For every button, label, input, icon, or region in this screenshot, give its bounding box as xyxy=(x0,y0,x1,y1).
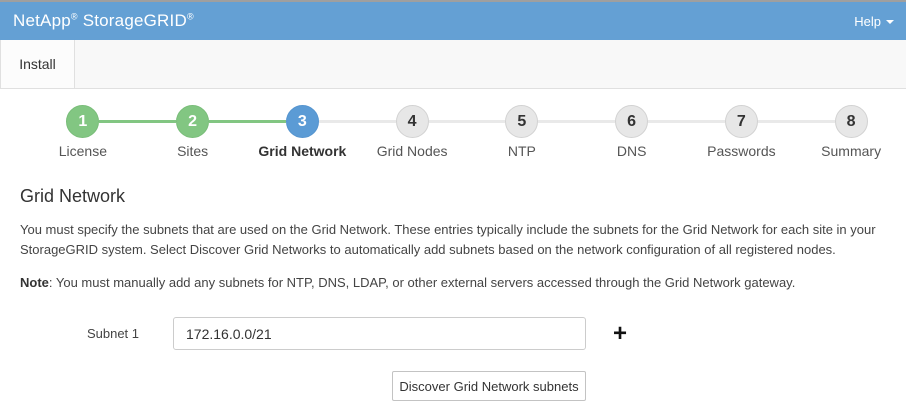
install-stepper: 1 License 2 Sites 3 Grid Network xyxy=(0,89,906,159)
step-connector xyxy=(318,120,358,123)
step-label: Grid Nodes xyxy=(376,143,448,159)
step-circle: 1 xyxy=(66,105,100,138)
step-connector xyxy=(357,120,396,123)
step-label: NTP xyxy=(507,143,536,159)
subnet-input[interactable] xyxy=(173,317,586,350)
step-connector xyxy=(757,120,797,123)
step-grid-network[interactable]: 3 Grid Network xyxy=(247,105,358,159)
step-label: Passwords xyxy=(707,143,776,159)
registered-mark: ® xyxy=(70,11,78,22)
step-circle: 8 xyxy=(834,105,868,138)
step-ntp[interactable]: 5 NTP xyxy=(467,105,577,159)
note-text: Note: You must manually add any subnets … xyxy=(20,275,886,290)
brand-netapp: NetApp xyxy=(13,11,71,30)
step-connector xyxy=(648,120,687,123)
step-circle: 5 xyxy=(505,105,539,138)
step-circle: 6 xyxy=(615,105,649,138)
help-menu[interactable]: Help xyxy=(854,14,894,29)
button-row: Discover Grid Network subnets xyxy=(20,371,886,401)
page-title: Grid Network xyxy=(20,186,126,206)
step-connector xyxy=(137,120,177,123)
step-connector xyxy=(686,120,725,123)
step-sites[interactable]: 2 Sites xyxy=(137,105,248,159)
step-connector xyxy=(428,120,467,123)
step-dns[interactable]: 6 DNS xyxy=(576,105,687,159)
add-subnet-icon[interactable]: + xyxy=(613,320,628,347)
note-label: Note xyxy=(20,275,49,290)
step-connector xyxy=(538,120,577,123)
note-body: : You must manually add any subnets for … xyxy=(48,275,796,290)
step-circle: 4 xyxy=(395,105,429,138)
step-grid-nodes[interactable]: 4 Grid Nodes xyxy=(357,105,467,159)
step-connector xyxy=(99,120,138,123)
step-label: Sites xyxy=(177,143,209,159)
step-connector xyxy=(576,120,616,123)
caret-down-icon xyxy=(886,20,894,24)
step-connector xyxy=(28,120,66,123)
step-label: Summary xyxy=(821,143,882,159)
step-circle: 2 xyxy=(176,105,210,138)
registered-mark: ® xyxy=(186,11,194,22)
step-label: Grid Network xyxy=(258,143,347,159)
step-label: DNS xyxy=(616,143,647,159)
step-license[interactable]: 1 License xyxy=(28,105,138,159)
step-connector xyxy=(868,120,906,123)
step-connector xyxy=(467,120,506,123)
step-summary[interactable]: 8 Summary xyxy=(796,105,906,159)
step-passwords[interactable]: 7 Passwords xyxy=(686,105,797,159)
step-circle: 3 xyxy=(285,105,319,138)
app-header: NetApp® StorageGRID® Help xyxy=(0,2,906,40)
step-connector xyxy=(209,120,248,123)
description-text: You must specify the subnets that are us… xyxy=(20,222,876,257)
step-connector xyxy=(247,120,286,123)
step-connector xyxy=(796,120,835,123)
step-label: License xyxy=(58,143,107,159)
subnet-label: Subnet 1 xyxy=(86,326,139,341)
step-circle: 7 xyxy=(724,105,758,138)
tab-install[interactable]: Install xyxy=(0,40,75,88)
window-top-strip xyxy=(0,0,906,2)
subnet-row: Subnet 1 + xyxy=(20,317,886,350)
discover-subnets-button[interactable]: Discover Grid Network subnets xyxy=(392,371,586,401)
brand-title: NetApp® StorageGRID® xyxy=(13,11,194,31)
main-content: Grid Network You must specify the subnet… xyxy=(0,186,906,401)
brand-storagegrid: StorageGRID xyxy=(82,11,187,30)
tab-bar: Install xyxy=(0,40,906,89)
help-label: Help xyxy=(854,13,881,29)
